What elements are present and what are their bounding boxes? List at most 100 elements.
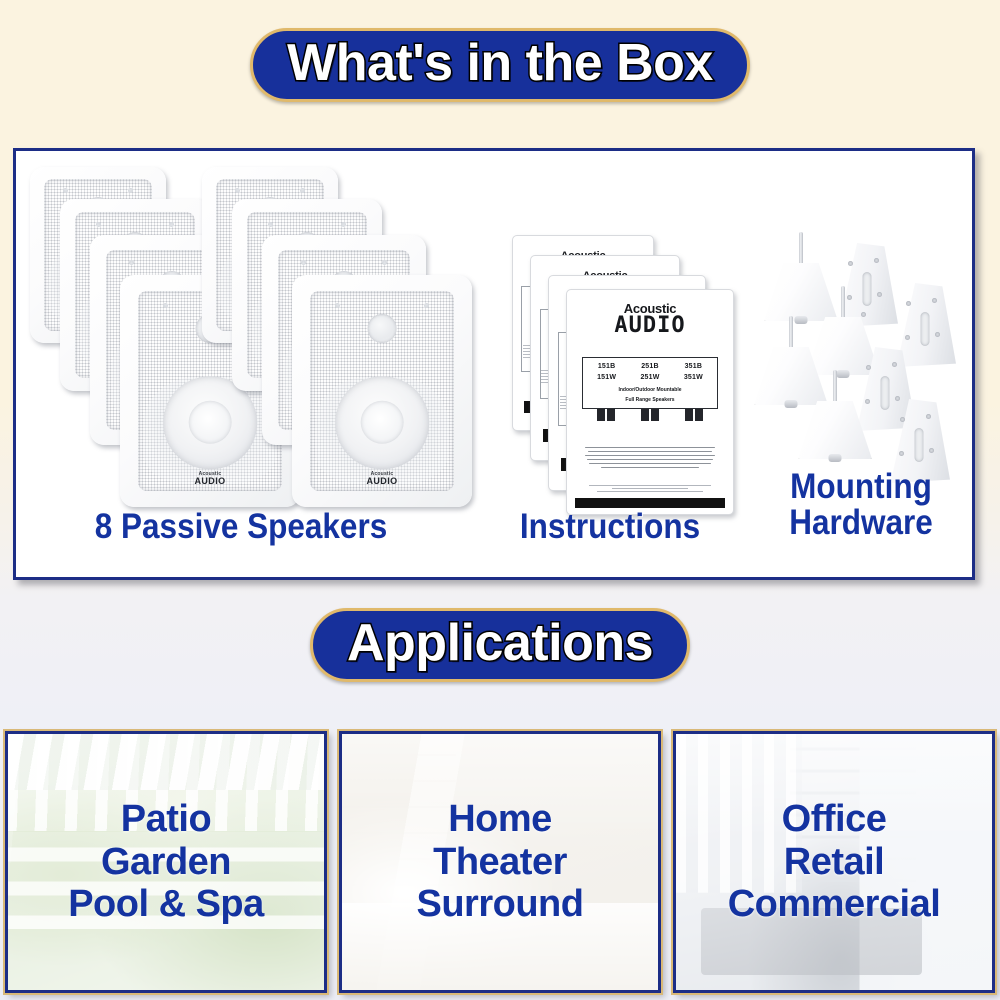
speakers-caption: 8 Passive Speakers	[94, 507, 388, 546]
screw-icon	[423, 302, 429, 308]
model-151b: 151B	[597, 363, 616, 371]
bracket-wedge	[764, 263, 838, 321]
home-line-2: Theater	[433, 840, 567, 883]
speaker-badge-acoustic: Acoustic	[198, 471, 222, 478]
office-card-text: Office Retail Commercial	[676, 734, 992, 990]
office-line-2: Retail	[783, 840, 885, 883]
manual-logo-audio: AUDIO	[614, 313, 686, 339]
screw-icon	[129, 260, 135, 266]
applications-banner-wrap: Applications	[0, 608, 1000, 683]
speaker-badge-audio: AUDIO	[366, 476, 398, 487]
speaker-brand-badge: Acoustic AUDIO	[367, 472, 398, 486]
office-line-1: Office	[781, 798, 887, 841]
mounting-bracket	[806, 285, 880, 378]
bracket-nut	[836, 370, 850, 378]
bracket-slot	[914, 427, 924, 462]
application-card-patio[interactable]: Patio Garden Pool & Spa	[3, 729, 329, 995]
whats-in-the-box-banner: What's in the Box	[250, 28, 750, 103]
bracket-rod	[799, 231, 803, 276]
manual-subtitle-1: Indoor/Outdoor Mountable	[618, 386, 682, 393]
screw-icon	[381, 260, 387, 266]
screw-icon	[335, 302, 341, 308]
instructions-caption: Instructions	[519, 507, 701, 546]
home-theater-card-text: Home Theater Surround	[342, 734, 658, 990]
bracket-rod	[789, 315, 793, 360]
bracket-slot	[862, 271, 872, 306]
model-351w: 351W	[683, 374, 703, 382]
patio-line-1: Patio	[120, 798, 212, 841]
mounting-bracket	[836, 243, 898, 327]
screw-icon	[169, 222, 174, 228]
mounting-bracket	[888, 399, 950, 483]
bracket-nut	[784, 400, 798, 408]
bracket-nut	[828, 454, 842, 462]
manual-product-thumbnails	[584, 408, 717, 438]
screw-icon	[268, 222, 273, 228]
woofer-icon	[163, 375, 257, 470]
box-contents-panel: Acoustic AUDIO	[13, 148, 975, 580]
woofer-icon	[335, 375, 429, 470]
patio-line-2: Garden	[100, 840, 232, 883]
model-151w: 151W	[597, 374, 617, 382]
photo-wash-overlay	[8, 734, 324, 990]
bracket-slot	[920, 311, 930, 346]
bracket-holes	[894, 283, 956, 367]
screw-icon	[62, 188, 68, 194]
manual-logo-acoustic: Acoustic	[623, 301, 677, 317]
patio-line-3: Pool & Spa	[68, 883, 264, 926]
mounting-bracket	[764, 231, 838, 324]
model-251b: 251B	[641, 363, 659, 371]
screw-icon	[234, 188, 240, 194]
photo-wash-overlay	[342, 734, 658, 990]
box-contents-inner: Acoustic AUDIO	[16, 151, 972, 577]
bracket-rod	[833, 369, 837, 414]
speaker-badge-audio: AUDIO	[194, 476, 226, 487]
manual-thumb-pair	[685, 408, 704, 421]
speaker-brand-badge: Acoustic AUDIO	[195, 472, 226, 486]
manual-model-table: 151B 251B 351B 151W 251W 351W Indoor/Out…	[581, 357, 719, 409]
screw-icon	[163, 302, 169, 308]
screw-icon	[300, 188, 306, 194]
manual-logo: Acoustic AUDIO	[567, 301, 733, 337]
application-card-office[interactable]: Office Retail Commercial	[671, 729, 997, 995]
model-351b: 351B	[684, 363, 703, 371]
photo-wash-overlay	[676, 734, 992, 990]
whats-in-the-box-title: What's in the Box	[286, 33, 715, 92]
applications-title: Applications	[345, 613, 655, 672]
office-line-3: Commercial	[727, 883, 941, 926]
home-line-3: Surround	[416, 883, 584, 926]
mounting-bracket	[798, 369, 872, 462]
bracket-holes	[888, 399, 950, 483]
manual-model-row: 151B 251B 351B	[585, 362, 715, 373]
application-card-home-theater[interactable]: Home Theater Surround	[337, 729, 663, 995]
hardware-caption: Mounting Hardware	[756, 469, 967, 540]
screw-icon	[96, 222, 101, 228]
bracket-rod	[841, 285, 845, 330]
manual-body-text	[585, 446, 715, 471]
bracket-wedge	[754, 347, 828, 405]
bracket-holes	[854, 347, 916, 431]
instruction-manual-front: Acoustic AUDIO 151B 251B 351B 151W 251W …	[566, 289, 734, 515]
screw-icon	[301, 260, 307, 266]
bracket-wedge	[798, 401, 872, 459]
bracket-holes	[836, 243, 898, 327]
patio-card-text: Patio Garden Pool & Spa	[8, 734, 324, 990]
manual-model-row: 151W 251W 351W	[585, 373, 715, 384]
hardware-caption-line2: Hardware	[789, 502, 933, 542]
hardware-caption-line1: Mounting	[790, 467, 932, 506]
applications-banner: Applications	[309, 608, 691, 683]
mounting-bracket	[754, 315, 828, 408]
manual-fine-print	[588, 484, 712, 494]
model-251w: 251W	[640, 374, 660, 382]
speaker-badge-acoustic: Acoustic	[370, 471, 394, 478]
manual-thumb-pair	[596, 408, 615, 421]
screw-icon	[128, 188, 134, 194]
speaker-unit-front: Acoustic AUDIO	[292, 275, 472, 507]
manual-bottom-bar	[575, 498, 725, 509]
mounting-bracket	[894, 283, 956, 367]
manual-thumb-pair	[640, 408, 659, 421]
screw-icon	[341, 222, 346, 228]
box-banner-wrap: What's in the Box	[0, 28, 1000, 103]
manual-subtitle-2: Full Range Speakers	[625, 397, 675, 404]
home-line-1: Home	[448, 798, 552, 841]
